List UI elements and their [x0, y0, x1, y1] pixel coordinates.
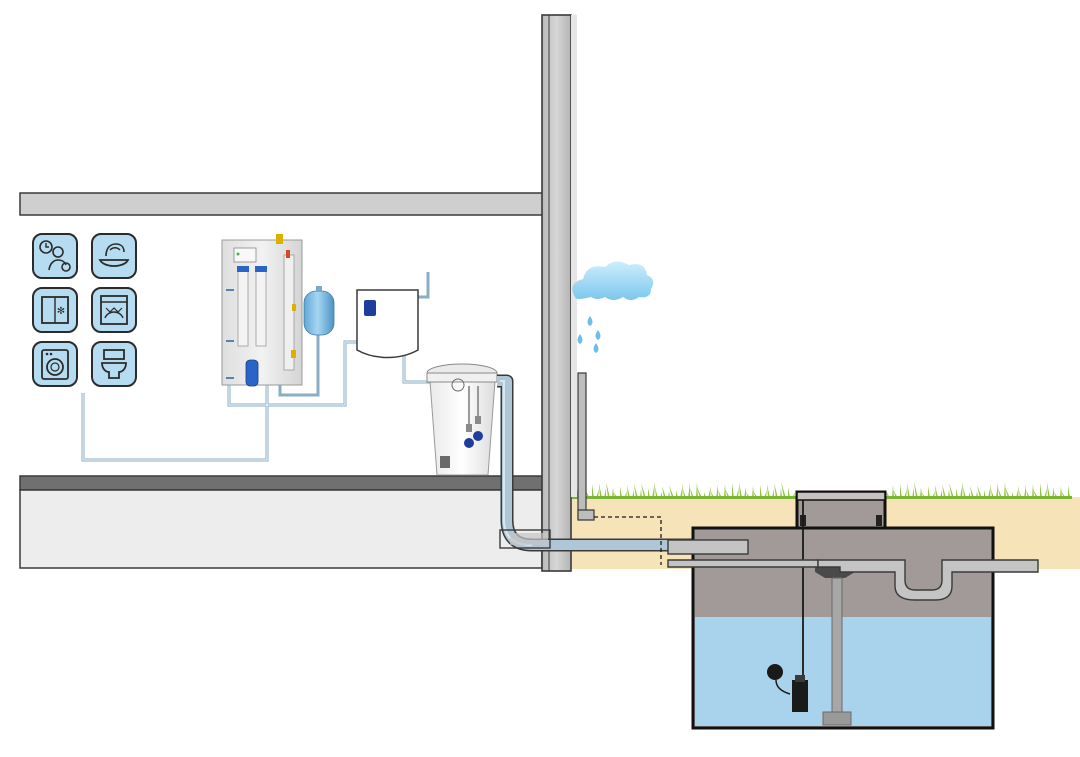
dishwasher-icon [91, 287, 137, 333]
float-switch [473, 431, 483, 441]
expansion-vessel [303, 286, 335, 336]
filtration-panel [221, 234, 303, 387]
maintenance-icon [32, 233, 78, 279]
upper-floor-slab [19, 192, 571, 216]
animal-trough-icon [91, 233, 137, 279]
float-switch [464, 438, 474, 448]
svg-text:✻: ✻ [57, 306, 65, 317]
washing-machine-icon [32, 341, 78, 387]
rain-cloud [572, 261, 654, 353]
break-tank [426, 363, 498, 476]
downpipe-connection [594, 516, 662, 565]
underground-tank [691, 490, 995, 730]
building-wall [541, 14, 572, 572]
downpipe [577, 372, 595, 521]
appliance-icons: ✻ [32, 233, 137, 387]
ground-floor-slab [19, 475, 571, 569]
overflow-pipe [667, 539, 1039, 601]
refrigerator-icon: ✻ [32, 287, 78, 333]
float-switch [767, 664, 791, 695]
control-box [356, 289, 419, 359]
toilet-icon [91, 341, 137, 387]
submersible-pump [792, 675, 808, 712]
raindrops [577, 316, 601, 353]
